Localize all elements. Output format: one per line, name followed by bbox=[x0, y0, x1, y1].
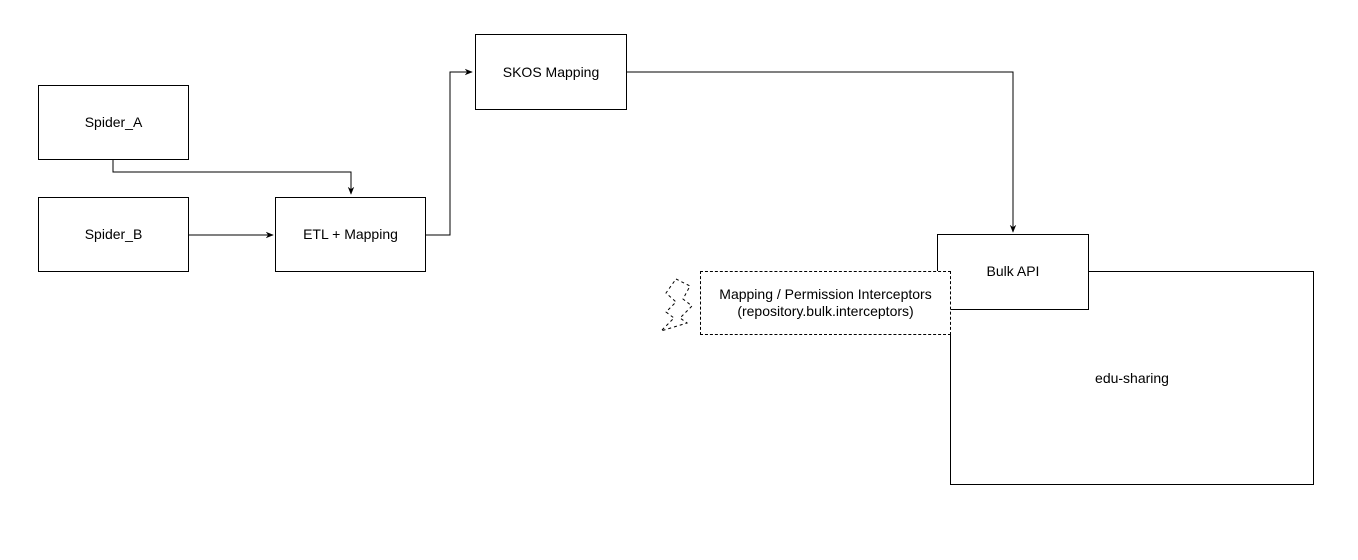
interceptors-label-line2: (repository.bulk.interceptors) bbox=[737, 303, 914, 319]
etl-mapping-label: ETL + Mapping bbox=[303, 226, 398, 242]
bulk-api-node[interactable]: Bulk API bbox=[937, 234, 1089, 310]
edge-skos-to-bulk-api bbox=[626, 71, 1017, 233]
skos-mapping-node[interactable]: SKOS Mapping bbox=[475, 34, 627, 110]
edu-sharing-label: edu-sharing bbox=[1095, 369, 1169, 386]
etl-mapping-node[interactable]: ETL + Mapping bbox=[275, 197, 426, 272]
lightning-bolt-icon bbox=[660, 278, 693, 332]
spider-a-node[interactable]: Spider_A bbox=[38, 85, 189, 160]
bulk-api-label: Bulk API bbox=[986, 263, 1040, 279]
interceptors-node[interactable]: Mapping / Permission Interceptors (repos… bbox=[700, 271, 951, 335]
edge-spider-a-to-etl bbox=[112, 160, 355, 195]
spider-b-node[interactable]: Spider_B bbox=[38, 197, 189, 272]
spider-a-label: Spider_A bbox=[84, 114, 143, 130]
edge-etl-to-skos bbox=[426, 68, 473, 236]
spider-b-label: Spider_B bbox=[84, 226, 143, 242]
skos-mapping-label: SKOS Mapping bbox=[502, 63, 600, 80]
interceptors-label-line1: Mapping / Permission Interceptors bbox=[719, 286, 932, 302]
